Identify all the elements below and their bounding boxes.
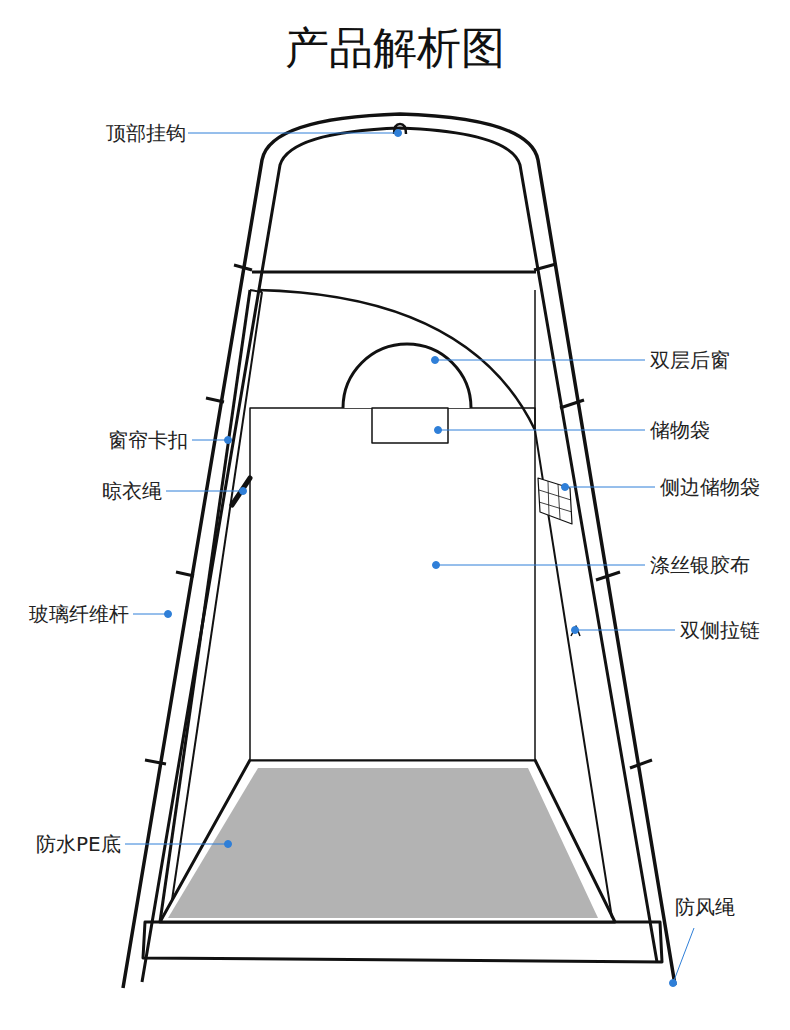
pocket-label: 储物袋 [650, 418, 710, 442]
buckle-label: 窗帘卡扣 [108, 428, 188, 452]
pole-label: 玻璃纤维杆 [29, 602, 129, 626]
floor-label: 防水PE底 [36, 832, 121, 856]
hook-label: 顶部挂钩 [106, 121, 186, 145]
guy-rope-label: 防风绳 [675, 895, 735, 919]
fabric-label: 涤丝银胶布 [650, 553, 750, 577]
title: 产品解析图 [285, 22, 505, 75]
side-pocket-label: 侧边储物袋 [660, 475, 760, 499]
zipper-label: 双侧拉链 [680, 618, 760, 642]
clothesline-label: 晾衣绳 [102, 479, 162, 503]
window-label: 双层后窗 [650, 348, 730, 372]
